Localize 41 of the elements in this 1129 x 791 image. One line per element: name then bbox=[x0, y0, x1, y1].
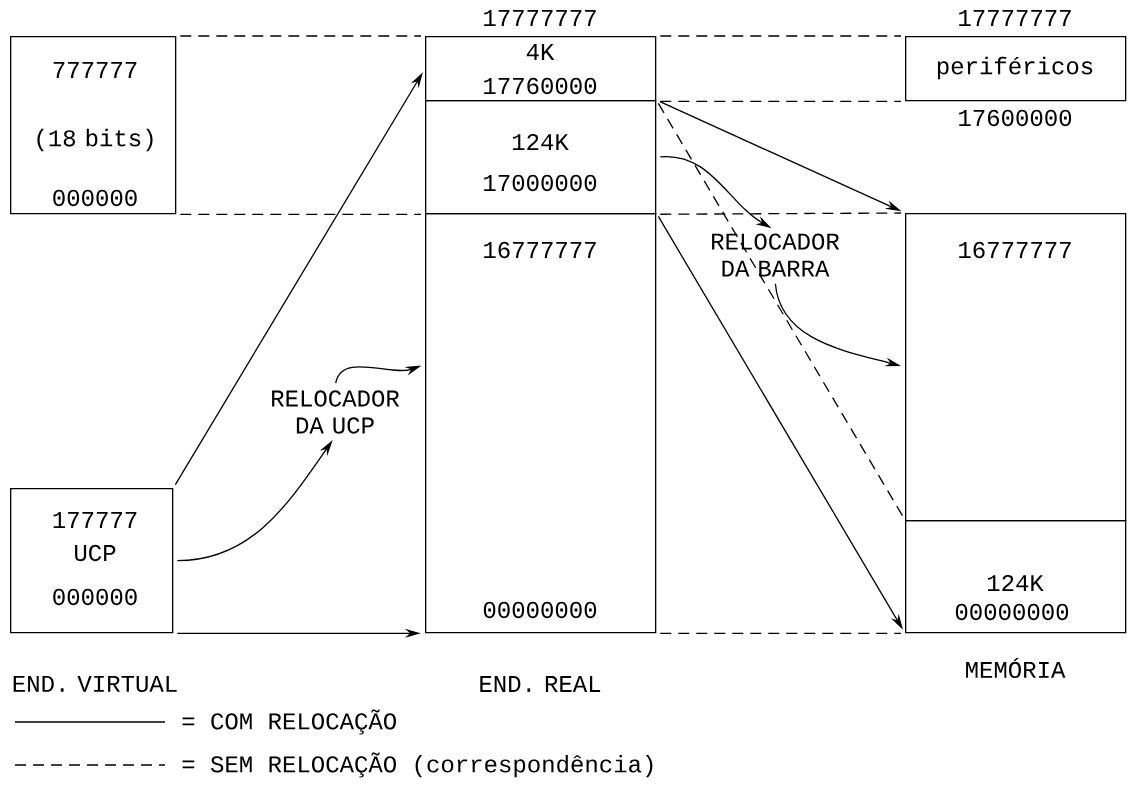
address-label: periféricos bbox=[937, 56, 1093, 80]
dashed-line bbox=[179, 35, 422, 37]
address-label: UCP bbox=[75, 544, 116, 562]
address-label: 777777 bbox=[53, 62, 137, 78]
dashed-line bbox=[657, 102, 904, 518]
memory-segment bbox=[905, 520, 1127, 634]
address-label: 17000000 bbox=[484, 174, 597, 192]
memory-segment bbox=[425, 100, 657, 215]
address-label: 177777 bbox=[53, 512, 137, 528]
address-label: 124K bbox=[987, 574, 1044, 591]
column-caption: END. VIRTUAL bbox=[13, 675, 177, 692]
memory-segment bbox=[905, 36, 1127, 102]
dashed-line bbox=[659, 100, 902, 102]
column-caption: 17777777 bbox=[484, 10, 596, 26]
address-label: 000000 bbox=[53, 189, 137, 207]
address-label: 16777777 bbox=[484, 241, 596, 259]
address-label: 00000000 bbox=[483, 601, 597, 619]
dashed-line bbox=[659, 35, 902, 37]
legend-text: = COM RELOCAÇÃO bbox=[182, 709, 396, 735]
memory-segment bbox=[905, 213, 1127, 522]
column-caption: 17600000 bbox=[959, 109, 1072, 127]
dashed-line bbox=[659, 212, 902, 215]
column-caption: MEMÓRIA bbox=[966, 657, 1066, 679]
dashed-line bbox=[179, 213, 422, 215]
relocator-label: RELOCADOR DA UCP bbox=[272, 390, 400, 434]
dashed-line bbox=[659, 632, 902, 634]
address-space-box bbox=[10, 488, 174, 634]
address-space-box bbox=[10, 36, 177, 215]
memory-segment bbox=[425, 213, 657, 634]
address-label: 00000000 bbox=[955, 603, 1069, 621]
memory-segment bbox=[425, 36, 657, 102]
address-label: 000000 bbox=[53, 588, 137, 606]
address-label: 4K bbox=[526, 44, 555, 60]
relocator-label: RELOCADOR DA BARRA bbox=[712, 233, 840, 277]
address-label: 17760000 bbox=[484, 77, 597, 95]
address-label: 16777777 bbox=[959, 241, 1071, 259]
legend-text: = SEM RELOCAÇÃO (correspondência) bbox=[182, 752, 653, 778]
address-label: (18 bits) bbox=[37, 128, 153, 152]
column-caption: 17777777 bbox=[959, 10, 1071, 26]
address-label: 124K bbox=[512, 133, 569, 150]
column-caption: END. REAL bbox=[480, 676, 601, 692]
